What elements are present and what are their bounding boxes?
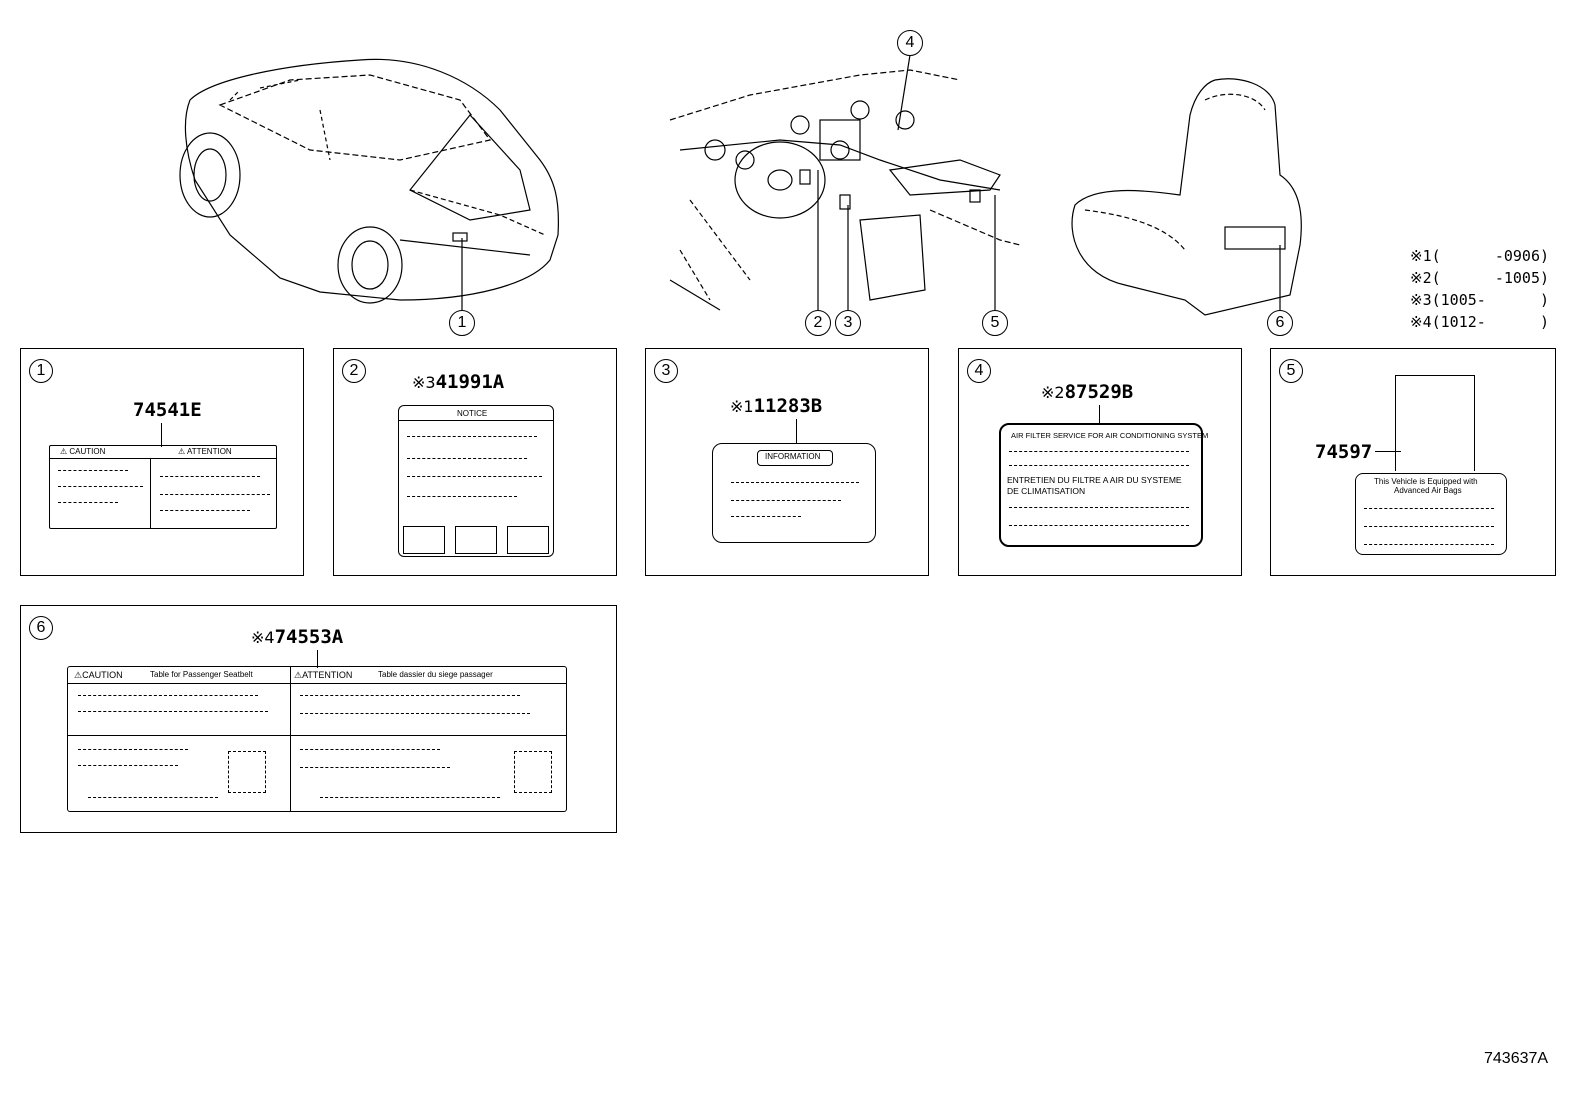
- caution-label: ⚠ CAUTION ⚠ ATTENTION: [49, 445, 277, 529]
- part-number: 74541E: [133, 399, 202, 421]
- part-number: 74597: [1315, 441, 1373, 463]
- car-exterior-illustration: [179, 58, 560, 304]
- callout-3[interactable]: 3: [835, 310, 861, 336]
- part-number: ※111283B: [730, 395, 823, 417]
- panel-number: 5: [1279, 359, 1303, 383]
- callout-leader-lines: [461, 54, 1281, 310]
- panel-number: 2: [342, 359, 366, 383]
- diagram-id: 743637A: [1484, 1050, 1549, 1067]
- passenger-seatbelt-label: ⚠CAUTION Table for Passenger Seatbelt ⚠A…: [67, 666, 567, 812]
- panel-number: 4: [967, 359, 991, 383]
- label-panel-5[interactable]: 5 74597 This Vehicle is Equipped with Ad…: [1270, 348, 1556, 576]
- callout-2[interactable]: 2: [805, 310, 831, 336]
- callout-4[interactable]: 4: [897, 30, 923, 56]
- callout-1[interactable]: 1: [449, 310, 475, 336]
- panel-number: 6: [29, 616, 53, 640]
- legend-row-3: ※3(1005- ): [1410, 291, 1550, 309]
- part-number: ※474553A: [251, 626, 344, 648]
- label-panel-2[interactable]: 2 ※341991A NOTICE: [333, 348, 617, 576]
- date-range-legend: ※1( -0906) ※2( -1005) ※3(1005- ) ※4(1012…: [1410, 245, 1549, 333]
- notice-label: NOTICE: [398, 405, 554, 557]
- legend-row-4: ※4(1012- ): [1410, 313, 1550, 331]
- part-number: ※287529B: [1041, 381, 1134, 403]
- legend-row-2: ※2( -1005): [1410, 269, 1550, 287]
- legend-row-1: ※1( -0906): [1410, 247, 1550, 265]
- label-panel-6[interactable]: 6 ※474553A ⚠CAUTION Table for Passenger …: [20, 605, 617, 833]
- callout-5[interactable]: 5: [982, 310, 1008, 336]
- panel-number: 1: [29, 359, 53, 383]
- airbag-label-tab: [1395, 375, 1475, 471]
- airbag-label: This Vehicle is Equipped with Advanced A…: [1355, 473, 1507, 555]
- information-label: INFORMATION: [712, 443, 876, 543]
- interior-dashboard-illustration: [669, 69, 1021, 311]
- air-filter-label: AIR FILTER SERVICE FOR AIR CONDITIONING …: [999, 423, 1208, 547]
- label-panel-1[interactable]: 1 74541E ⚠ CAUTION ⚠ ATTENTION: [20, 348, 304, 576]
- part-number: ※341991A: [412, 371, 505, 393]
- callout-6[interactable]: 6: [1267, 310, 1293, 336]
- panel-number: 3: [654, 359, 678, 383]
- label-panel-4[interactable]: 4 ※287529B AIR FILTER SERVICE FOR AIR CO…: [958, 348, 1242, 576]
- label-panel-3[interactable]: 3 ※111283B INFORMATION: [645, 348, 929, 576]
- seat-illustration: [1071, 78, 1302, 316]
